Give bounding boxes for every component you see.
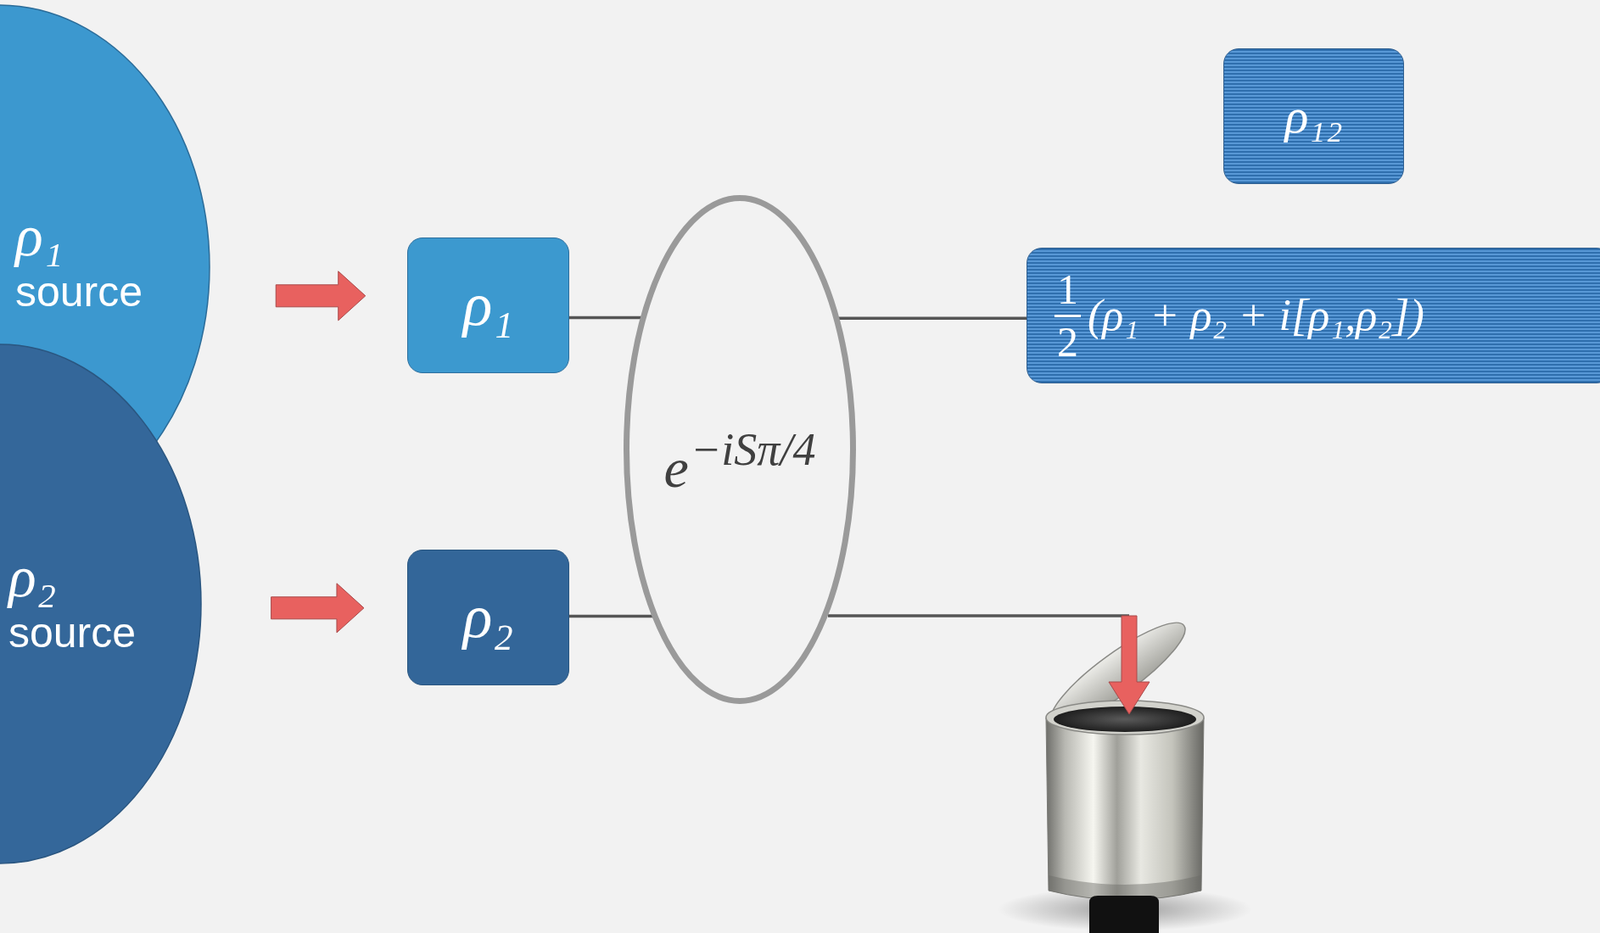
flow-arrow: [271, 583, 364, 633]
fraction-numerator: 1: [1054, 267, 1081, 318]
bin-lid: [1040, 609, 1197, 739]
source-label: source: [15, 268, 211, 316]
bin-pedal: [1089, 895, 1159, 933]
text-group: ρ₁: [463, 271, 515, 339]
source-ellipse: ρ₂source: [0, 343, 202, 865]
wire: [836, 316, 1027, 320]
output-box: 12(ρ₁ + ρ₂ + i[ρ₁,ρ₂]): [1026, 247, 1600, 384]
state-symbol: ρ₁: [15, 203, 211, 269]
text-group: ρ₂source: [0, 343, 202, 657]
fraction-denominator: 2: [1054, 317, 1081, 365]
ellipse-fill: [0, 344, 202, 864]
wire: [569, 316, 644, 320]
state-symbol: ρ₁₂: [1284, 89, 1343, 144]
state-box: ρ₁: [407, 237, 570, 374]
unitary-outline: [626, 198, 854, 702]
fraction: 12: [1054, 267, 1081, 364]
operator-base: e: [664, 434, 689, 502]
wire: [569, 615, 655, 619]
unitary-ellipse: e−iSπ/4: [623, 195, 856, 705]
state-symbol: ρ₂: [8, 544, 202, 610]
result-box: ρ₁₂: [1223, 48, 1405, 185]
state-symbol: ρ₁: [463, 271, 515, 339]
bin-opening: [1053, 706, 1197, 733]
text-group: e−iSπ/4: [664, 422, 817, 502]
operator-exponent: −iSπ/4: [690, 422, 817, 478]
bin-body: [1046, 717, 1204, 901]
state-symbol: ρ₂: [463, 583, 515, 651]
state-box: ρ₂: [407, 549, 570, 686]
text-group: ρ₁source: [0, 4, 211, 316]
discard-arrow: [1108, 615, 1150, 715]
text-group: ρ₁₂: [1284, 89, 1343, 144]
discard-wire: [827, 614, 1130, 618]
flow-arrow: [275, 271, 366, 321]
source-label: source: [8, 609, 202, 657]
text-group: 12(ρ₁ + ρ₂ + i[ρ₁,ρ₂]): [1054, 267, 1425, 364]
text-group: ρ₂: [463, 583, 515, 651]
output-expression: (ρ₁ + ρ₂ + i[ρ₁,ρ₂]): [1087, 292, 1425, 340]
